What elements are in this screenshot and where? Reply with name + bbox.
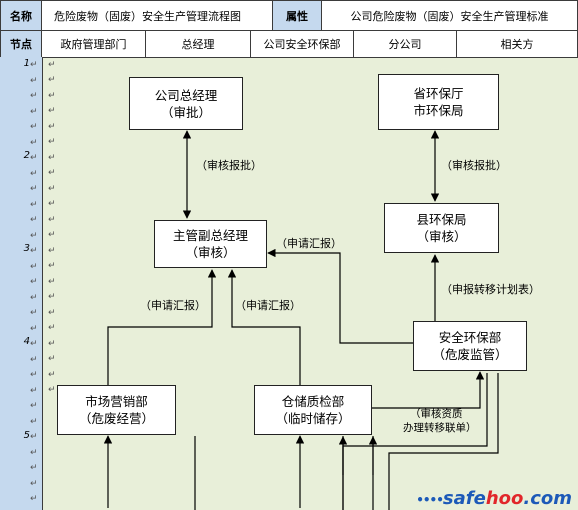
paragraph-mark: ↵ (48, 354, 56, 364)
marketing-dept-box: 市场营销部 （危废经营） (57, 385, 176, 435)
box-subtitle: （临时储存） (275, 411, 351, 426)
paragraph-mark: ↵ (48, 261, 56, 271)
paragraph-mark: ↵ (30, 323, 38, 334)
paragraph-mark: ↵ (48, 215, 56, 225)
box-title: 县环保局 (416, 212, 467, 227)
box-title: 省环保厅 (413, 86, 464, 101)
paragraph-mark: ↵ (30, 199, 38, 210)
row-number: 2 (23, 150, 30, 161)
provincial-bureau-box: 省环保厅 市环保局 (378, 74, 499, 130)
box-subtitle: （审批） (160, 104, 211, 120)
paragraph-mark: ↵ (48, 385, 56, 395)
paragraph-mark: ↵ (48, 122, 56, 132)
label-apply-report: （申请汇报） (276, 237, 342, 250)
paragraph-mark: ↵ (48, 60, 56, 70)
column-related: 相关方 (456, 30, 578, 58)
paragraph-mark: ↵ (30, 292, 38, 303)
paragraph-mark: ↵ (48, 246, 56, 256)
label-transfer-plan: （申报转移计划表） (441, 283, 540, 296)
box-title: 安全环保部 (438, 330, 502, 345)
name-label: 名称 (0, 0, 42, 31)
safehoo-watermark: ••••safehoo.com (416, 488, 572, 509)
label-apply-report: （申请汇报） (235, 299, 301, 312)
column-safety: 公司安全环保部 (250, 30, 354, 58)
paragraph-mark: ↵ (30, 60, 38, 70)
paragraph-mark: ↵ (30, 153, 38, 163)
warehouse-dept-box: 仓储质检部 （临时储存） (254, 385, 372, 435)
paragraph-mark: ↵ (30, 215, 38, 225)
ceo-approval-box: 公司总经理 （审批） (129, 77, 243, 130)
row-number: 5 (23, 430, 30, 441)
paragraph-mark: ↵ (30, 261, 38, 272)
paragraph-mark: ↵ (48, 137, 56, 147)
paragraph-mark: ↵ (48, 75, 56, 85)
paragraph-mark: ↵ (48, 308, 56, 318)
paragraph-mark: ↵ (30, 463, 38, 473)
row-number-column (0, 57, 43, 510)
paragraph-mark: ↵ (30, 184, 38, 194)
paragraph-mark: ↵ (48, 292, 56, 302)
paragraph-mark: ↵ (48, 277, 56, 287)
attribute-label: 属性 (272, 0, 322, 31)
column-gov: 政府管理部门 (41, 30, 146, 58)
box-subtitle: （审核） (416, 229, 467, 244)
paragraph-mark: ↵ (30, 122, 38, 132)
paragraph-mark: ↵ (30, 106, 38, 117)
paragraph-mark: ↵ (48, 168, 56, 178)
paragraph-mark: ↵ (30, 308, 38, 318)
paragraph-mark: ↵ (30, 494, 38, 504)
paragraph-mark: ↵ (48, 323, 56, 333)
box-subtitle: （危废监管） (432, 347, 508, 362)
paragraph-mark: ↵ (48, 153, 56, 163)
paragraph-mark: ↵ (30, 432, 38, 442)
paragraph-mark: ↵ (48, 184, 56, 194)
paragraph-mark: ↵ (30, 137, 38, 148)
label-transfer-manifest: 办理转移联单） (403, 421, 477, 435)
paragraph-mark: ↵ (48, 339, 56, 349)
row-number: 3 (23, 243, 30, 254)
paragraph-mark: ↵ (30, 75, 38, 86)
paragraph-mark: ↵ (48, 370, 56, 380)
label-review-report: （审核报批） (196, 159, 262, 172)
label-qualification: （审核资质 (410, 408, 463, 420)
paragraph-mark: ↵ (30, 401, 38, 411)
paragraph-mark: ↵ (30, 416, 38, 427)
box-title: 主管副总经理 (172, 228, 248, 243)
box-title: 仓储质检部 (281, 394, 345, 409)
county-bureau-box: 县环保局 （审核） (384, 203, 499, 253)
box-subtitle: 市环保局 (413, 103, 464, 118)
box-title: 市场营销部 (85, 394, 148, 409)
paragraph-mark: ↵ (30, 370, 38, 380)
box-subtitle: （危废经营） (78, 411, 154, 426)
paragraph-mark: ↵ (48, 106, 56, 116)
box-subtitle: （审核） (185, 245, 236, 260)
row-number: 1 (23, 58, 30, 69)
paragraph-mark: ↵ (30, 230, 38, 241)
paragraph-mark: ↵ (30, 168, 38, 179)
node-label: 节点 (0, 30, 42, 58)
label-apply-report: （申请汇报） (140, 299, 206, 312)
box-title: 公司总经理 (154, 87, 218, 103)
paragraph-mark: ↵ (30, 478, 38, 489)
label-review-report: （审核报批） (441, 159, 507, 172)
paragraph-mark: ↵ (30, 277, 38, 287)
paragraph-mark: ↵ (48, 91, 56, 101)
column-branch: 分公司 (353, 30, 457, 58)
paragraph-mark: ↵ (30, 339, 38, 349)
paragraph-mark: ↵ (30, 447, 38, 458)
paragraph-mark: ↵ (30, 91, 38, 101)
paragraph-mark: ↵ (30, 354, 38, 365)
paragraph-mark: ↵ (48, 230, 56, 240)
column-ceo: 总经理 (145, 30, 251, 58)
row-number: 4 (23, 336, 30, 347)
vice-gm-box: 主管副总经理 （审核） (154, 220, 267, 268)
paragraph-mark: ↵ (30, 385, 38, 396)
paragraph-mark: ↵ (48, 199, 56, 209)
safety-dept-box: 安全环保部 （危废监管） (413, 321, 527, 371)
paragraph-mark: ↵ (30, 246, 38, 256)
